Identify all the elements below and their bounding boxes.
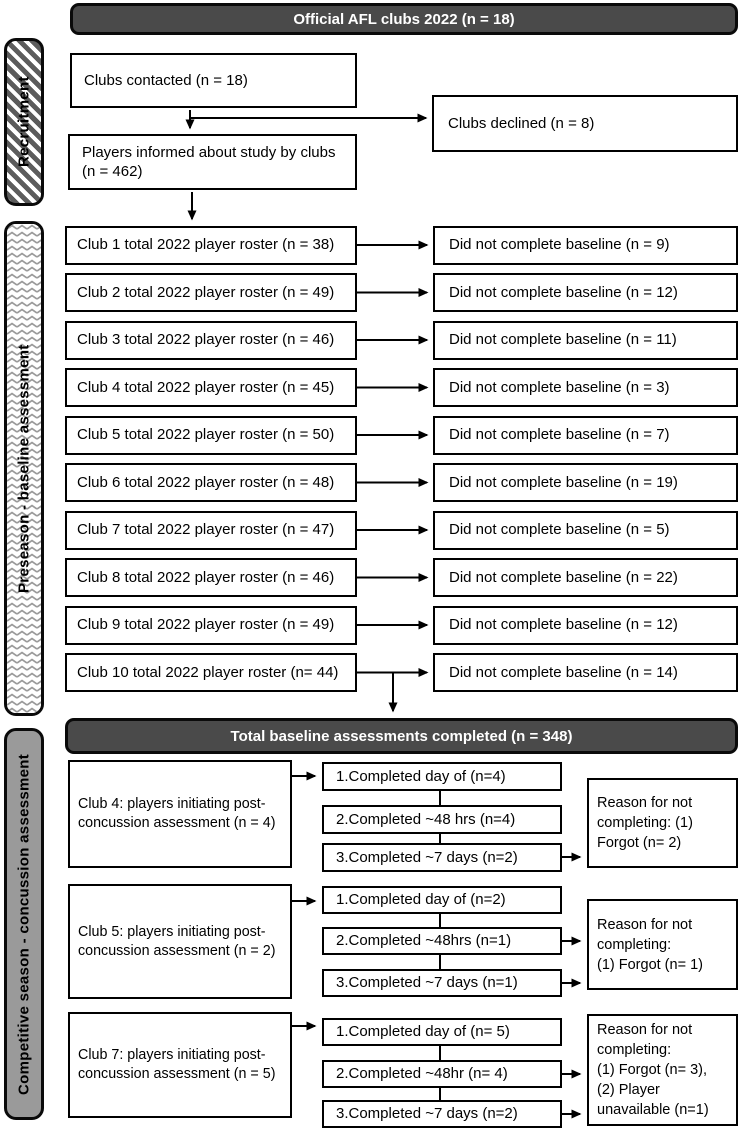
- club-roster-box-4: Club 4 total 2022 player roster (n = 45): [65, 368, 357, 407]
- club-roster-box-2: Club 2 total 2022 player roster (n = 49): [65, 273, 357, 312]
- club4-step1-box: 1.Completed day of (n=4): [322, 762, 562, 791]
- clubs-declined-box: Clubs declined (n = 8): [432, 95, 738, 152]
- sidebar-competitive-label: Competitive season - concussion assessme…: [15, 753, 33, 1095]
- baseline-excluded-box-2: Did not complete baseline (n = 12): [433, 273, 738, 312]
- club-roster-box-3: Club 3 total 2022 player roster (n = 46): [65, 320, 357, 360]
- baseline-excluded-box-7: Did not complete baseline (n = 5): [433, 510, 738, 550]
- baseline-excluded-box-6: Did not complete baseline (n = 19): [433, 463, 738, 502]
- header-bar: Official AFL clubs 2022 (n = 18): [70, 3, 738, 35]
- club7-step1-box: 1.Completed day of (n= 5): [322, 1018, 562, 1046]
- club-roster-box-10: Club 10 total 2022 player roster (n= 44): [65, 653, 357, 692]
- baseline-excluded-box-5: Did not complete baseline (n = 7): [433, 415, 738, 455]
- club4-step3-box: 3.Completed ~7 days (n=2): [322, 843, 562, 872]
- baseline-excluded-box-4: Did not complete baseline (n = 3): [433, 368, 738, 407]
- total-baseline-bar: Total baseline assessments completed (n …: [65, 718, 738, 754]
- sidebar-recruitment: Recruitment: [4, 38, 44, 206]
- club5-step2-box: 2.Completed ~48hrs (n=1): [322, 927, 562, 955]
- club5-step3-box: 3.Completed ~7 days (n=1): [322, 969, 562, 997]
- sidebar-competitive: Competitive season - concussion assessme…: [4, 728, 44, 1120]
- club4-step2-box: 2.Completed ~48 hrs (n=4): [322, 805, 562, 834]
- baseline-excluded-box-3: Did not complete baseline (n = 11): [433, 320, 738, 360]
- club-roster-box-1: Club 1 total 2022 player roster (n = 38): [65, 225, 357, 265]
- zigzag-pattern: [7, 224, 41, 713]
- baseline-excluded-box-8: Did not complete baseline (n = 22): [433, 558, 738, 597]
- sidebar-preseason: Preseason - baseline assessment: [4, 221, 44, 716]
- sidebar-preseason-label: Preseason - baseline assessment: [15, 344, 33, 593]
- club-roster-box-8: Club 8 total 2022 player roster (n = 46): [65, 558, 357, 597]
- club5-reason-box: Reason for not completing: (1) Forgot (n…: [587, 899, 738, 990]
- sidebar-recruitment-label: Recruitment: [15, 76, 33, 168]
- club4-reason-box: Reason for not completing: (1) Forgot (n…: [587, 778, 738, 868]
- club5-step1-box: 1.Completed day of (n=2): [322, 886, 562, 914]
- concussion-club5-box: Club 5: players initiating post- concuss…: [68, 884, 292, 999]
- baseline-excluded-box-10: Did not complete baseline (n = 14): [433, 653, 738, 692]
- club7-reason-box: Reason for not completing: (1) Forgot (n…: [587, 1014, 738, 1126]
- club7-step3-box: 3.Completed ~7 days (n=2): [322, 1100, 562, 1128]
- club-roster-box-9: Club 9 total 2022 player roster (n = 49): [65, 605, 357, 645]
- club7-step2-box: 2.Completed ~48hr (n= 4): [322, 1060, 562, 1088]
- clubs-contacted-box: Clubs contacted (n = 18): [70, 53, 357, 108]
- players-informed-box: Players informed about study by clubs (n…: [68, 134, 357, 190]
- concussion-club4-box: Club 4: players initiating post- concuss…: [68, 760, 292, 868]
- concussion-club7-box: Club 7: players initiating post- concuss…: [68, 1012, 292, 1118]
- club-roster-box-7: Club 7 total 2022 player roster (n = 47): [65, 510, 357, 550]
- club-roster-box-5: Club 5 total 2022 player roster (n = 50): [65, 415, 357, 455]
- baseline-excluded-box-9: Did not complete baseline (n = 12): [433, 605, 738, 645]
- baseline-excluded-box-1: Did not complete baseline (n = 9): [433, 225, 738, 265]
- club-roster-box-6: Club 6 total 2022 player roster (n = 48): [65, 463, 357, 502]
